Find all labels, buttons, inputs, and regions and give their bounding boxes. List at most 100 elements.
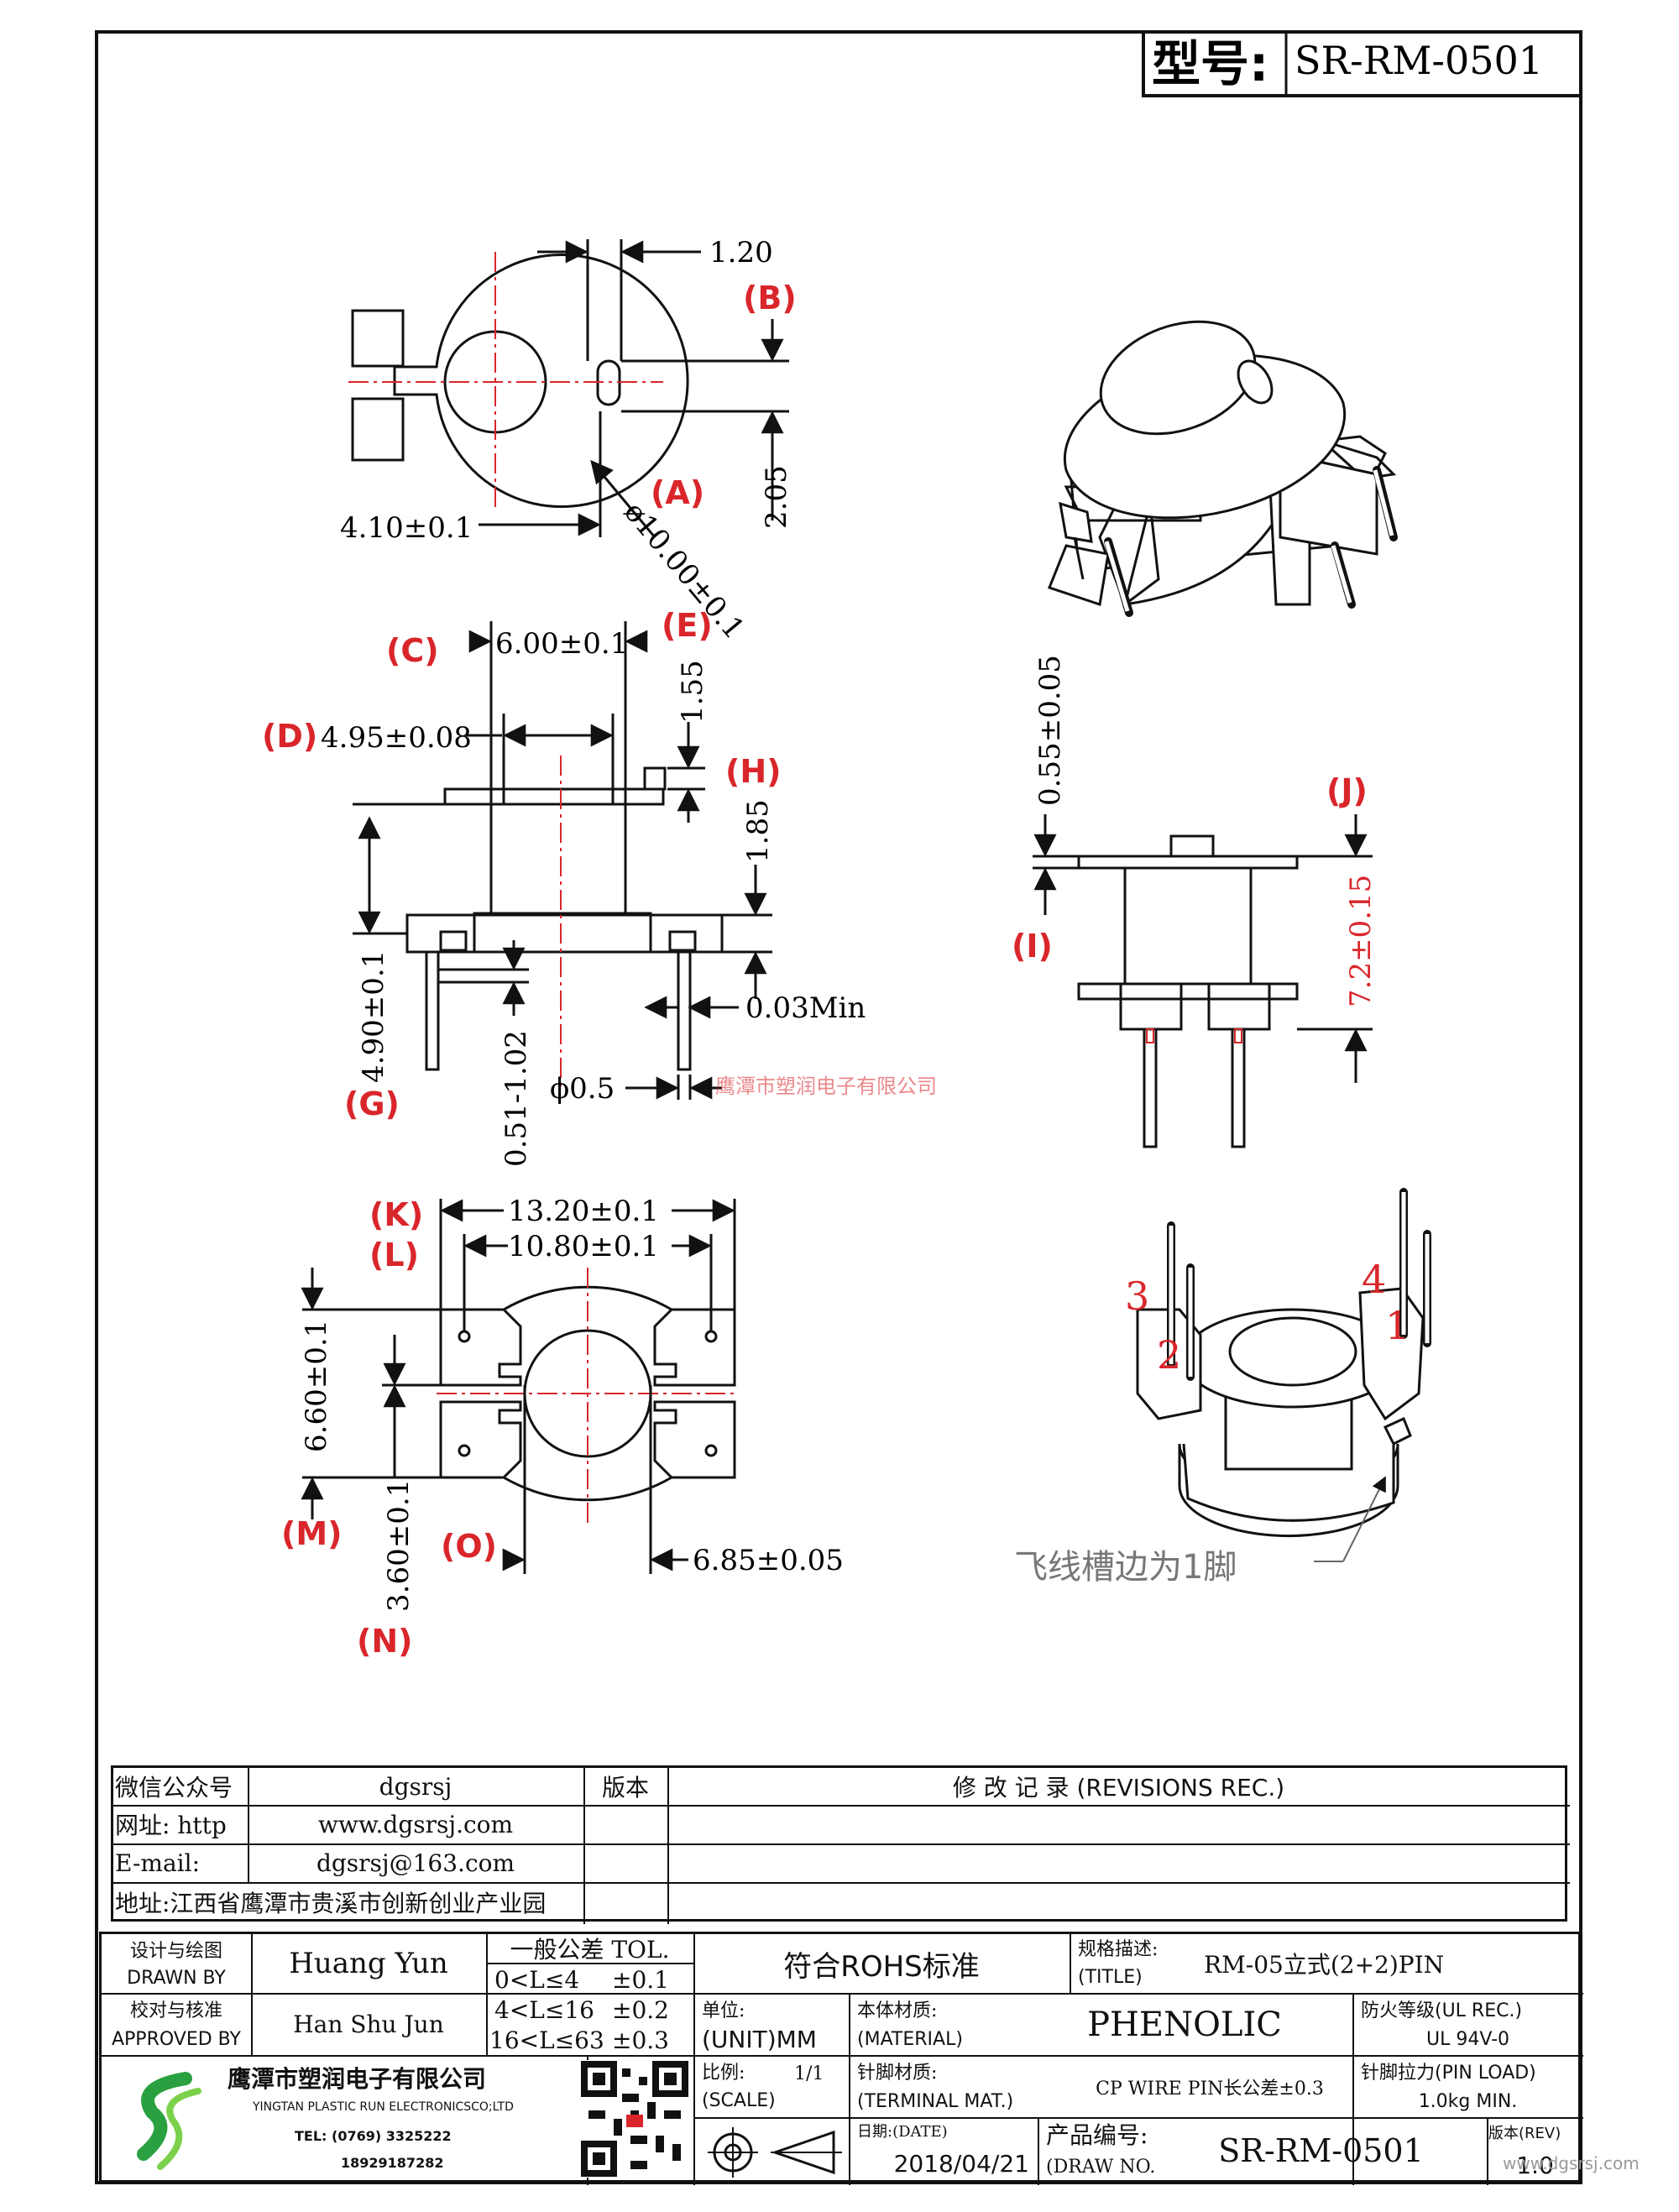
unit-en: (UNIT)MM (702, 2025, 817, 2053)
material-en: (MATERIAL) (857, 2028, 963, 2050)
callout-G: (G) (344, 1085, 400, 1122)
material-cn: 本体材质: (857, 2000, 938, 2021)
date-cn: 日期:(DATE) (857, 2123, 948, 2141)
email-label: E-mail: (115, 1849, 201, 1877)
callout-A: (A) (651, 474, 704, 511)
bottom-view (301, 1199, 739, 1574)
pinload-cn: 针脚拉力(PIN LOAD) (1361, 2063, 1536, 2084)
tol-range-1: 0<L≤4 (494, 1965, 580, 1994)
tol-value-1: ±0.1 (612, 1965, 669, 1994)
fire-cn: 防火等级(UL REC.) (1361, 2000, 1523, 2021)
rev-value: 1.0 (1516, 2151, 1554, 2179)
side-view-front (353, 621, 772, 1100)
scale-en: (SCALE) (702, 2089, 776, 2111)
email-value[interactable]: dgsrsj@163.com (316, 1849, 515, 1877)
web-value[interactable]: www.dgsrsj.com (317, 1810, 514, 1838)
callout-B: (B) (743, 280, 797, 316)
dim-1-55: 1.55 (676, 660, 709, 724)
company-tel: TEL: (0769) 3325222 (295, 2127, 452, 2144)
pin-number-4: 4 (1362, 1257, 1386, 1302)
dim-6-60: 6.60±0.1 (300, 1320, 333, 1452)
dim-10-80: 10.80±0.1 (508, 1230, 659, 1263)
approved-en: APPROVED BY (111, 2029, 241, 2050)
spec-cn: 规格描述: (1078, 1939, 1159, 1960)
dim-6-85: 6.85±0.05 (693, 1544, 844, 1577)
material-value: PHENOLIC (1087, 2005, 1282, 2044)
date-value: 2018/04/21 (893, 2149, 1029, 2178)
title-block: 设计与绘图 DRAWN BY Huang Yun 校对与核准 APPROVED … (99, 1932, 1583, 2185)
callout-J: (J) (1326, 772, 1368, 809)
model-box (1142, 30, 1582, 97)
dim-0-03: 0.03Min (745, 991, 866, 1025)
dim-1-85: 1.85 (741, 799, 775, 863)
dim-4-95: 4.95±0.08 (321, 721, 472, 755)
address: 地址:江西省鹰潭市贵溪市创新创业产业园 (115, 1890, 547, 1917)
wechat-label: 微信公众号 (115, 1774, 233, 1801)
terminal-value: CP WIRE PIN长公差±0.3 (1096, 2079, 1324, 2100)
sheet-border (95, 30, 1582, 2184)
drawno-en: (DRAW NO.) (1046, 2156, 1155, 2178)
callout-C: (C) (386, 632, 439, 669)
company-cn: 鹰潭市塑润电子有限公司 (228, 2065, 487, 2093)
callout-E: (E) (662, 607, 713, 644)
dim-2-05: 2.05 (760, 465, 793, 529)
drawno-cn: 产品编号: (1046, 2121, 1148, 2149)
drawn-en: DRAWN BY (127, 1968, 226, 1989)
wechat-value: dgsrsj (379, 1772, 452, 1801)
watermark-center: 鹰潭市塑润电子有限公司 (715, 1075, 937, 1098)
rev-cn: 版本(REV) (1488, 2125, 1561, 2142)
approved-name: Han Shu Jun (293, 2010, 444, 2038)
dim-4-10: 4.10±0.1 (340, 511, 473, 545)
approved-cn: 校对与核准 (129, 2000, 222, 2021)
callout-O: (O) (441, 1528, 497, 1565)
tol-title: 一般公差 TOL. (486, 1934, 693, 1964)
qr-code-icon (580, 2060, 689, 2178)
side-view-right (1033, 814, 1373, 1148)
projection-symbol-icon (708, 2127, 842, 2178)
company-logo-icon (137, 2072, 201, 2170)
callout-M: (M) (281, 1515, 343, 1552)
pin-number-2: 2 (1157, 1332, 1181, 1378)
dim-4-90: 4.90±0.1 (357, 950, 390, 1083)
model-value: SR-RM-0501 (1295, 38, 1543, 83)
terminal-en: (TERMINAL MAT.) (857, 2090, 1014, 2112)
drawno-value: SR-RM-0501 (1218, 2132, 1424, 2169)
scale-cn: 比例: (702, 2063, 745, 2084)
drawn-cn: 设计与绘图 (129, 1940, 222, 1962)
spec-value: RM-05立式(2+2)PIN (1204, 1951, 1445, 1979)
callout-K: (K) (369, 1196, 423, 1233)
spec-en: (TITLE) (1078, 1966, 1143, 1988)
rohs: 符合ROHS标准 (783, 1949, 980, 1984)
model-label: 型号: (1152, 35, 1268, 92)
callout-D: (D) (262, 718, 317, 755)
fire-value: UL 94V-0 (1425, 2028, 1510, 2050)
dim-6-00: 6.00±0.1 (495, 627, 628, 661)
version-label: 版本 (601, 1774, 649, 1801)
dim-1-20: 1.20 (709, 236, 773, 269)
scale-value: 1/1 (794, 2063, 824, 2084)
dim-13-20: 13.20±0.1 (508, 1195, 659, 1228)
info-table: 微信公众号 dgsrsj 网址: http www.dgsrsj.com E-m… (111, 1765, 1570, 1924)
pinload-value: 1.0kg MIN. (1418, 2090, 1518, 2112)
web-label: 网址: http (115, 1812, 227, 1839)
revisions-label: 修 改 记 录 (REVISIONS REC.) (952, 1774, 1285, 1801)
callout-L: (L) (369, 1237, 419, 1273)
company-phone: 18929187282 (341, 2154, 444, 2171)
pin-number-1: 1 (1385, 1303, 1410, 1348)
company-en: YINGTAN PLASTIC RUN ELECTRONICSCO;LTD (253, 2100, 514, 2114)
dim-0-51: 0.51-1.02 (500, 1030, 533, 1167)
pin-number-3: 3 (1125, 1273, 1149, 1319)
iso-view-top (1048, 320, 1398, 617)
iso-view-bottom (1136, 1188, 1431, 1562)
tol-range-3: 16<L≤63 (489, 2026, 604, 2054)
unit-cn: 单位: (702, 2000, 745, 2021)
callout-H: (H) (725, 753, 782, 790)
dim-7-2: 7.2±0.15 (1344, 875, 1378, 1007)
watermark-corner: www.dgsrsj.com (1503, 2153, 1640, 2173)
dim-phi05: ϕ0.5 (550, 1072, 615, 1106)
tol-range-2: 4<L≤16 (494, 1995, 594, 2024)
callout-I: (I) (1012, 928, 1053, 965)
drawn-name: Huang Yun (289, 1947, 448, 1980)
tol-value-2: ±0.2 (612, 1995, 669, 2024)
